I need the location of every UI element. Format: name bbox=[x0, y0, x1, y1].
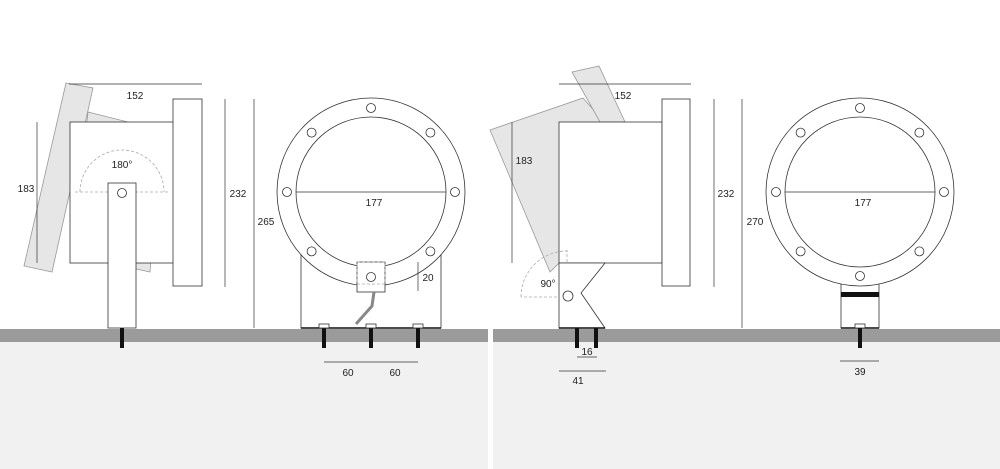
dim-flange-height: 232 bbox=[718, 189, 735, 200]
dim-base-width: 41 bbox=[572, 376, 584, 387]
dim-bolt-spacing-2: 60 bbox=[389, 368, 401, 379]
bolt-hole-icon bbox=[366, 103, 376, 113]
ground-band bbox=[0, 329, 1000, 342]
bolt-hole-icon bbox=[939, 187, 949, 197]
pivot-icon bbox=[562, 290, 574, 302]
dim-flange-height: 232 bbox=[230, 189, 247, 200]
dim-width: 152 bbox=[615, 91, 632, 102]
floor-area bbox=[0, 342, 1000, 469]
left-side-view: 152 183 180° 232 265 bbox=[18, 82, 275, 348]
lamp-body bbox=[558, 121, 663, 264]
dim-tilt-angle: 180° bbox=[112, 160, 133, 171]
bolt-hole-icon bbox=[795, 246, 806, 257]
bolt-hole-icon bbox=[914, 246, 925, 257]
bolt-hole-icon bbox=[450, 187, 460, 197]
bolt-hole-icon bbox=[282, 187, 292, 197]
bolt-hole-icon bbox=[306, 246, 317, 257]
bolt-hole-icon bbox=[855, 103, 865, 113]
bolt-hole-icon bbox=[425, 127, 436, 138]
base-stem bbox=[840, 282, 880, 329]
dim-diameter: 177 bbox=[366, 198, 383, 209]
bolt-hole-icon bbox=[855, 271, 865, 281]
bolt-holes bbox=[771, 103, 949, 281]
dim-total-height: 270 bbox=[747, 217, 764, 228]
dim-tilt-angle: 90° bbox=[540, 279, 555, 290]
dim-bolt-spacing: 16 bbox=[581, 347, 593, 358]
dim-lens-height: 183 bbox=[18, 184, 35, 195]
right-front-view: 177 39 bbox=[765, 97, 955, 378]
bolt-hole-icon bbox=[306, 127, 317, 138]
dim-base-width: 39 bbox=[854, 367, 866, 378]
anchor-bolt bbox=[120, 328, 124, 348]
right-side-view: 152 183 90° 232 270 16 41 bbox=[489, 65, 764, 387]
pivot-icon bbox=[117, 188, 127, 198]
dim-bolt-spacing-1: 60 bbox=[342, 368, 354, 379]
cable bbox=[354, 291, 376, 325]
dim-lens-height: 183 bbox=[516, 156, 533, 167]
mounting-post bbox=[107, 182, 137, 329]
lamp-flange bbox=[661, 98, 691, 287]
bolt-hole-icon bbox=[795, 127, 806, 138]
lamp-flange bbox=[172, 98, 203, 287]
dim-total-height: 265 bbox=[258, 217, 275, 228]
left-front-view: 177 20 60 60 bbox=[276, 97, 466, 379]
bolt-hole-icon bbox=[425, 246, 436, 257]
divider bbox=[488, 329, 493, 469]
dim-offset: 20 bbox=[422, 273, 434, 284]
base-band bbox=[841, 292, 879, 297]
bolt-hole-icon bbox=[914, 127, 925, 138]
dim-diameter: 177 bbox=[855, 198, 872, 209]
dim-width: 152 bbox=[127, 91, 144, 102]
bolt-hole-icon bbox=[771, 187, 781, 197]
